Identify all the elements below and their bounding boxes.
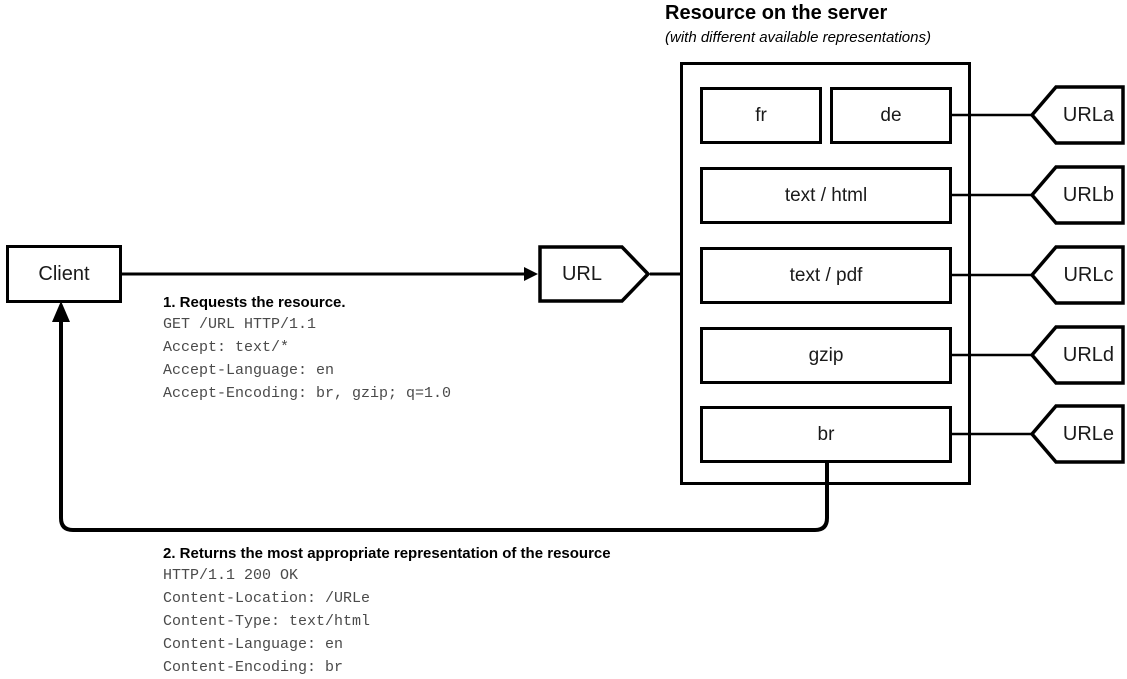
url-target-urld[interactable]: URLd bbox=[1029, 325, 1125, 385]
client-label: Client bbox=[38, 262, 90, 285]
url-request-outline bbox=[538, 245, 651, 303]
response-note-line: Content-Language: en bbox=[163, 636, 344, 653]
url-target-urla[interactable]: URLa bbox=[1029, 85, 1125, 145]
representation-label: fr bbox=[755, 104, 767, 126]
url-target-outline bbox=[1029, 404, 1125, 464]
url-target-urlc[interactable]: URLc bbox=[1029, 245, 1125, 305]
representation-box-lang-fr[interactable]: fr bbox=[700, 87, 822, 144]
response-note-title: 2. Returns the most appropriate represen… bbox=[163, 545, 611, 562]
request-arrow-line bbox=[122, 267, 538, 281]
response-note-line: Content-Encoding: br bbox=[163, 659, 344, 676]
client-box[interactable]: Client bbox=[6, 245, 122, 303]
representation-label: text / pdf bbox=[789, 264, 863, 286]
representation-box-type-pdf[interactable]: text / pdf bbox=[700, 247, 952, 304]
url-request-label: URL bbox=[561, 262, 602, 285]
url-target-label: URLc bbox=[1063, 263, 1114, 286]
representation-box-enc-br[interactable]: br bbox=[700, 406, 952, 463]
representation-box-type-html[interactable]: text / html bbox=[700, 167, 952, 224]
representation-label: br bbox=[817, 423, 835, 445]
response-note-line: Content-Type: text/html bbox=[163, 613, 371, 630]
server-subtitle: (with different available representation… bbox=[665, 29, 931, 46]
server-title: Resource on the server bbox=[665, 2, 888, 24]
representation-label: gzip bbox=[808, 344, 844, 366]
url-target-outline bbox=[1029, 245, 1125, 305]
url-target-urle[interactable]: URLe bbox=[1029, 404, 1125, 464]
url-target-label: URLb bbox=[1062, 183, 1115, 206]
representation-box-enc-gzip[interactable]: gzip bbox=[700, 327, 952, 384]
request-note-line: GET /URL HTTP/1.1 bbox=[163, 316, 317, 333]
url-request-shape[interactable]: URL bbox=[538, 245, 651, 303]
request-note: 1. Requests the resource. GET /URL HTTP/… bbox=[163, 294, 451, 405]
request-note-line: Accept-Encoding: br, gzip; q=1.0 bbox=[163, 385, 452, 402]
representation-label: text / html bbox=[784, 184, 868, 206]
url-target-outline bbox=[1029, 165, 1125, 225]
representation-label: de bbox=[880, 104, 902, 126]
url-target-outline bbox=[1029, 85, 1125, 145]
server-container bbox=[680, 62, 971, 485]
request-note-line: Accept-Language: en bbox=[163, 362, 335, 379]
response-note-line: HTTP/1.1 200 OK bbox=[163, 567, 299, 584]
response-note: 2. Returns the most appropriate represen… bbox=[163, 545, 611, 679]
url-target-label: URLd bbox=[1062, 343, 1115, 366]
url-target-urlb[interactable]: URLb bbox=[1029, 165, 1125, 225]
request-note-line: Accept: text/* bbox=[163, 339, 290, 356]
request-note-title: 1. Requests the resource. bbox=[163, 294, 346, 311]
url-target-label: URLa bbox=[1062, 103, 1115, 126]
url-target-label: URLe bbox=[1062, 422, 1115, 445]
representation-box-lang-de[interactable]: de bbox=[830, 87, 952, 144]
url-target-outline bbox=[1029, 325, 1125, 385]
response-note-line: Content-Location: /URLe bbox=[163, 590, 371, 607]
